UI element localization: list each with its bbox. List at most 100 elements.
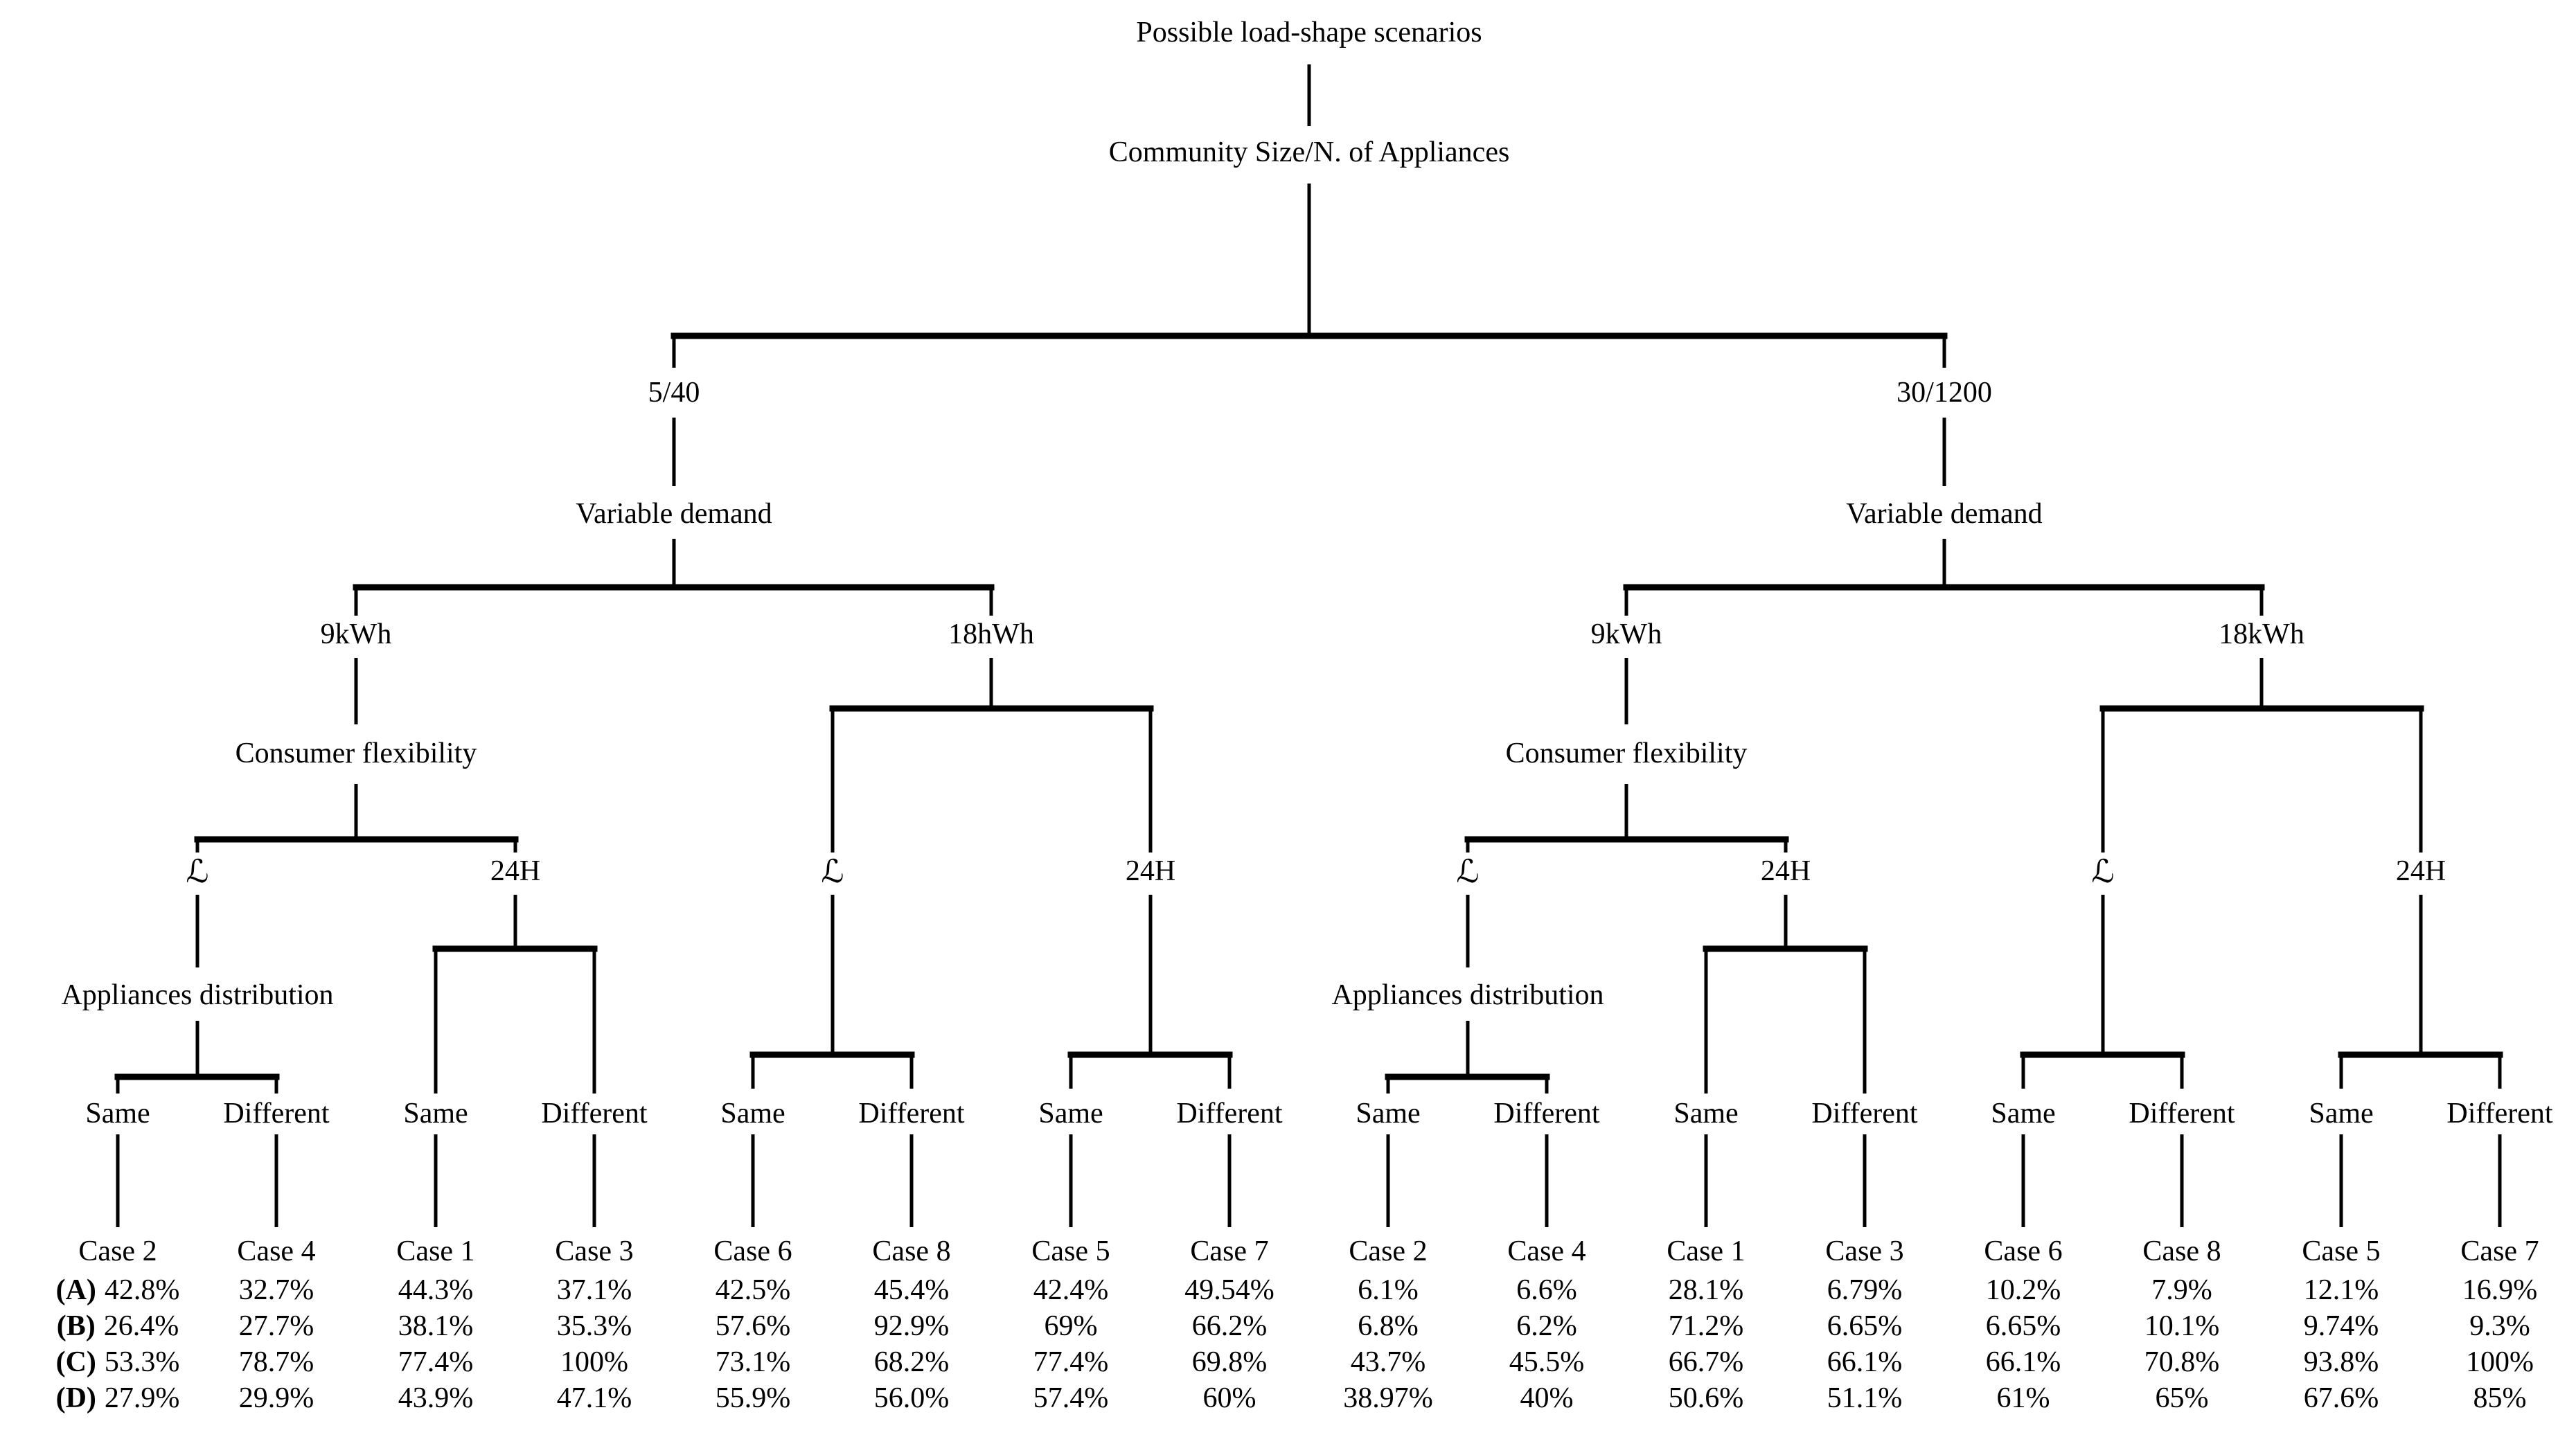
branch-label-same: Same [403, 1098, 468, 1130]
leaf-value: 27.7% [238, 1310, 314, 1342]
leaf-case-label: Case 4 [237, 1235, 316, 1267]
leaf-value: 10.2% [1985, 1274, 2061, 1306]
leaf-value: 50.6% [1668, 1382, 1744, 1414]
leaf-case-label: Case 1 [396, 1235, 475, 1267]
leaf-value-row: 71.2% [1669, 1312, 1744, 1341]
leaf-value-row: 100% [560, 1348, 628, 1377]
leaf-value-row: 43.9% [398, 1384, 474, 1413]
leaf-value-row: 6.2% [1516, 1312, 1577, 1341]
leaf-case-label: Case 8 [872, 1235, 951, 1267]
leaf-case-label: Case 5 [2302, 1235, 2381, 1267]
leaf-case-label: Case 5 [1031, 1235, 1110, 1267]
leaf-value-row: (C)53.3% [56, 1348, 180, 1377]
node-consumer-flexibility-right: Consumer flexibility [1505, 738, 1748, 769]
node-9kwh-right: 9kWh [1590, 618, 1662, 650]
leaf-value-row: 38.97% [1343, 1384, 1433, 1413]
leaf-value-row: 70.8% [2144, 1348, 2220, 1377]
leaf-value: 27.9% [104, 1382, 180, 1414]
leaf-value-row: 66.2% [1192, 1312, 1268, 1341]
leaf-case-label: Case 3 [1825, 1235, 1904, 1267]
leaf-value-row: 100% [2466, 1348, 2534, 1377]
leaf-value-row: 35.3% [557, 1312, 632, 1341]
leaf-value: 6.1% [1358, 1274, 1419, 1306]
leaf-value: 100% [2466, 1346, 2534, 1378]
leaf-value: 10.1% [2144, 1310, 2220, 1342]
leaf-value: 69.8% [1191, 1346, 1268, 1378]
leaf-value: 42.4% [1033, 1274, 1109, 1306]
leaf-value: 49.54% [1184, 1274, 1274, 1306]
node-flex-24h-1: 24H [490, 855, 541, 887]
leaf-value: 65% [2155, 1382, 2209, 1414]
leaf-value: 6.6% [1516, 1274, 1577, 1306]
leaf-value-row: 28.1% [1669, 1276, 1744, 1305]
leaf-case-label: Case 7 [2460, 1235, 2539, 1267]
leaf-value: 71.2% [1668, 1310, 1744, 1342]
leaf-value: 45.5% [1509, 1346, 1585, 1378]
leaf-value: 35.3% [556, 1310, 632, 1342]
leaf-value: 26.4% [103, 1310, 179, 1342]
leaf-value: 66.7% [1668, 1346, 1744, 1378]
branch-label-same: Same [1991, 1098, 2056, 1130]
leaf-value: 6.79% [1827, 1274, 1903, 1306]
leaf-value: 44.3% [398, 1274, 474, 1306]
node-appliances-distribution-left: Appliances distribution [61, 979, 334, 1011]
branch-label-different: Different [2129, 1098, 2235, 1130]
leaf-case-label: Case 6 [1984, 1235, 2063, 1267]
leaf-value: 69% [1044, 1310, 1098, 1342]
leaf-value-row: 37.1% [557, 1276, 632, 1305]
leaf-value-row: 6.79% [1827, 1276, 1903, 1305]
diagram-title: Possible load-shape scenarios [1136, 17, 1482, 48]
node-18hwh-left: 18hWh [948, 618, 1034, 650]
leaf-case-label: Case 7 [1190, 1235, 1269, 1267]
branch-label-different: Different [223, 1098, 330, 1130]
leaf-value: 9.3% [2469, 1310, 2530, 1342]
node-flex-24h-4: 24H [2395, 855, 2446, 887]
leaf-case-label: Case 4 [1507, 1235, 1586, 1267]
leaf-value: 6.2% [1516, 1310, 1577, 1342]
leaf-value-row: 51.1% [1827, 1384, 1903, 1413]
leaf-value: 37.1% [556, 1274, 632, 1306]
node-flex-l-4: ℒ [2091, 853, 2115, 890]
node-community-size: Community Size/N. of Appliances [1108, 136, 1510, 168]
leaf-value-row: 42.4% [1033, 1276, 1109, 1305]
leaf-value: 60% [1202, 1382, 1256, 1414]
leaf-value: 77.4% [398, 1346, 474, 1378]
leaf-value-row: 68.2% [874, 1348, 950, 1377]
leaf-value: 78.7% [238, 1346, 314, 1378]
leaf-value-row: 47.1% [557, 1384, 632, 1413]
leaf-value-row: 29.9% [239, 1384, 314, 1413]
branch-label-different: Different [541, 1098, 648, 1130]
leaf-value-row: 44.3% [398, 1276, 474, 1305]
leaf-value: 56.0% [873, 1382, 950, 1414]
leaf-value: 66.1% [1985, 1346, 2061, 1378]
leaf-value: 93.8% [2303, 1346, 2379, 1378]
leaf-value: 68.2% [873, 1346, 950, 1378]
row-label: (D) [55, 1382, 96, 1414]
leaf-value: 45.4% [873, 1274, 950, 1306]
leaf-case-label: Case 8 [2142, 1235, 2221, 1267]
leaf-value: 42.5% [715, 1274, 791, 1306]
leaf-value-row: 50.6% [1669, 1384, 1744, 1413]
leaf-value-row: 45.5% [1509, 1348, 1585, 1377]
leaf-value: 43.7% [1350, 1346, 1426, 1378]
leaf-value-row: 32.7% [239, 1276, 314, 1305]
node-size-5-40: 5/40 [648, 377, 700, 409]
branch-label-different: Different [858, 1098, 965, 1130]
branch-label-same: Same [1673, 1098, 1739, 1130]
leaf-value-row: 60% [1203, 1384, 1256, 1413]
leaf-value-row: 69% [1045, 1312, 1098, 1341]
branch-label-same: Same [2309, 1098, 2374, 1130]
leaf-value-row: 93.8% [2304, 1348, 2379, 1377]
leaf-value: 16.9% [2462, 1274, 2538, 1306]
branch-label-different: Different [1493, 1098, 1600, 1130]
leaf-value-row: 56.0% [874, 1384, 950, 1413]
leaf-value-row: 6.1% [1358, 1276, 1419, 1305]
row-label: (A) [55, 1274, 96, 1306]
row-label: (B) [56, 1310, 96, 1342]
leaf-value-row: 27.7% [239, 1312, 314, 1341]
leaf-case-label: Case 2 [1349, 1235, 1428, 1267]
leaf-value-row: 6.65% [1827, 1312, 1903, 1341]
node-flex-24h-3: 24H [1760, 855, 1811, 887]
leaf-value-row: 9.74% [2304, 1312, 2379, 1341]
